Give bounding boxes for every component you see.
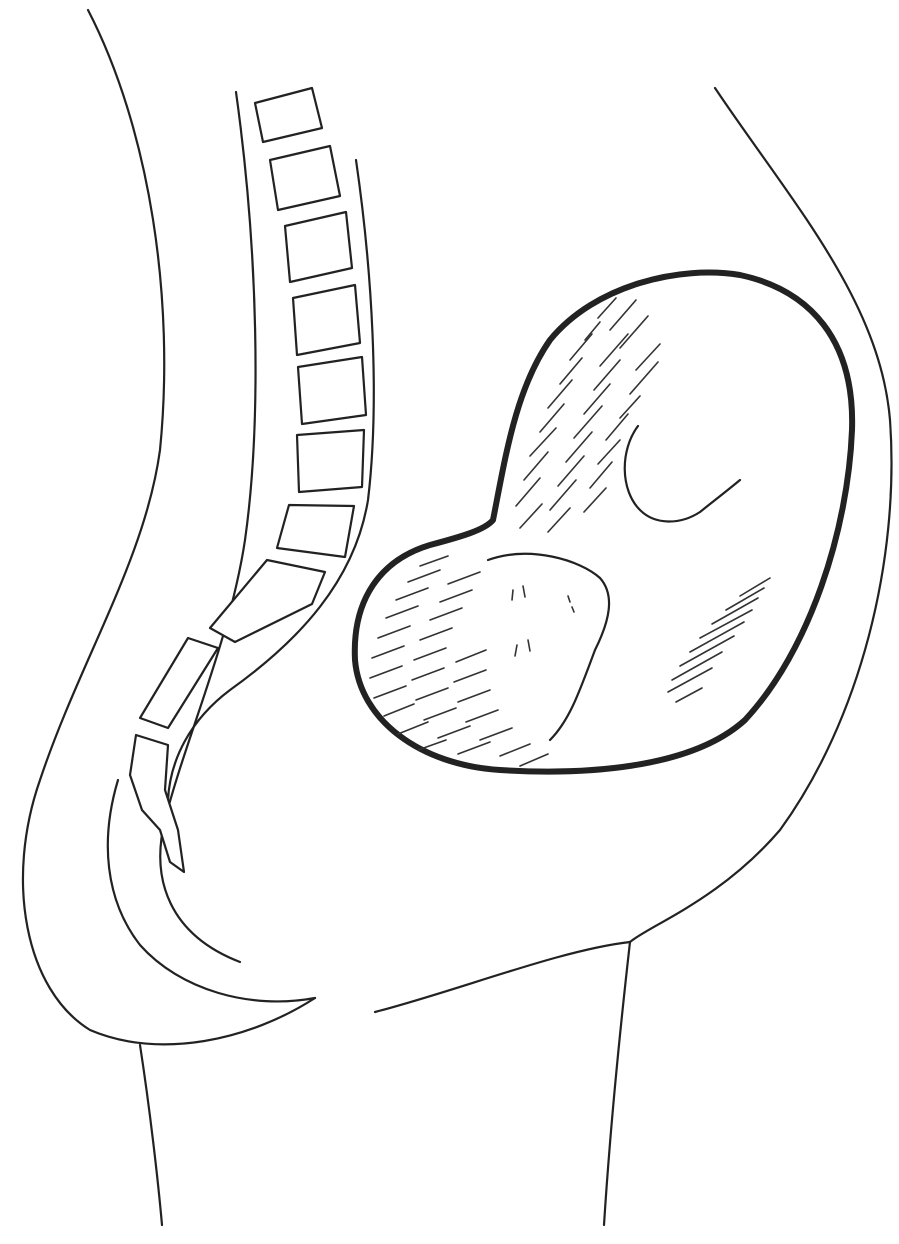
vertebra: [270, 146, 340, 210]
sacrum-segment: [140, 638, 218, 728]
buttock-crease: [108, 780, 315, 1001]
vertebra: [297, 430, 364, 492]
vertebra: [285, 212, 352, 282]
thigh-back-outline: [140, 1045, 162, 1225]
vertebra: [255, 88, 322, 142]
uterus: [355, 273, 852, 772]
coccyx: [130, 735, 184, 872]
pelvic-floor-line: [375, 942, 630, 1012]
vertebra: [277, 505, 354, 557]
vertebra: [298, 357, 366, 424]
thigh-front-outline: [604, 942, 630, 1225]
vertebra: [293, 285, 360, 355]
sacrum-segment: [210, 560, 325, 642]
